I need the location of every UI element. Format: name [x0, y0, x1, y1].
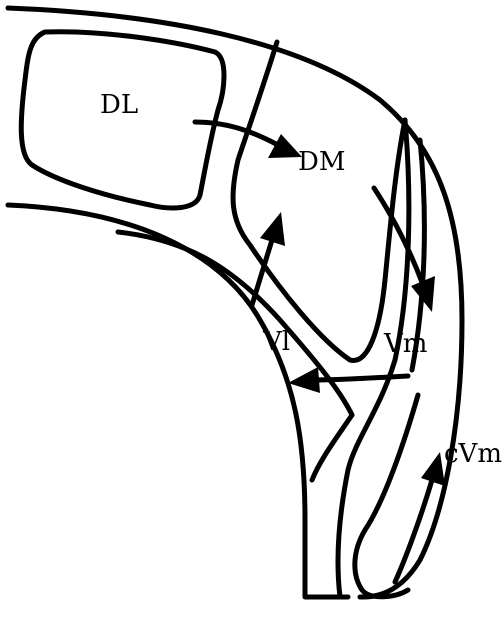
- label-cvm: cVm: [444, 439, 502, 469]
- label-vl: Vl: [262, 327, 290, 357]
- label-dm: DM: [298, 147, 345, 177]
- outer-boundary-line: [8, 8, 462, 597]
- dm-boundary-line: [233, 42, 405, 360]
- label-dl: DL: [100, 90, 138, 120]
- label-vm: Vm: [383, 329, 427, 359]
- inner-boundary-line: [8, 205, 348, 597]
